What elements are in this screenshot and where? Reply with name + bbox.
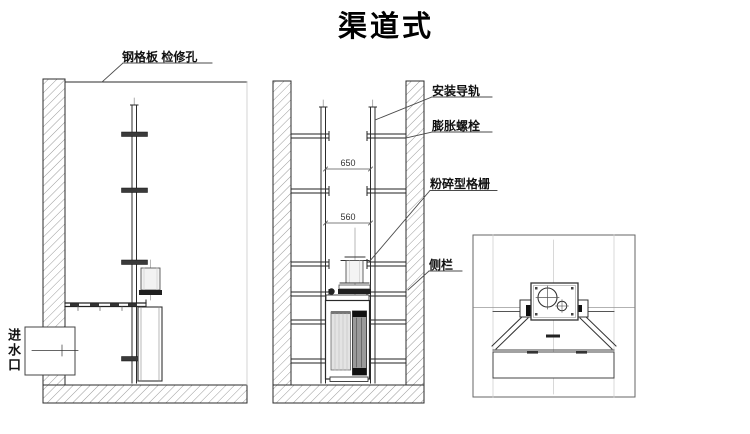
left-grinder-body: [137, 306, 163, 382]
grating-label-leader: [101, 62, 213, 83]
steel-grating-platform: [64, 299, 147, 311]
label-steel-grating-access: 钢格板 检修孔: [122, 50, 198, 64]
dimension-560: 560: [340, 212, 356, 222]
left-grinder-motor: [139, 259, 162, 301]
drawing-title: 渠道式: [337, 11, 434, 43]
dimension-lines: [322, 166, 374, 226]
grinder-screen-bar: [352, 310, 367, 376]
bracket-right-column: [366, 131, 407, 366]
label-expansion-bolt: 膨胀螺栓: [432, 119, 481, 133]
label-side-rail: 侧栏: [429, 258, 454, 272]
hoist-eye-bolt: [328, 288, 335, 295]
middle-section-view: [272, 80, 498, 404]
left-section-view: [24, 62, 248, 404]
label-inlet: 进水口: [6, 328, 21, 373]
gearbox-unit: [530, 282, 579, 321]
left-view-wall-hatch: [42, 78, 248, 404]
dimension-650: 650: [340, 158, 356, 168]
detail-view: [472, 234, 636, 398]
grinder-drum: [330, 311, 351, 371]
label-guide-rail: 安装导轨: [432, 84, 481, 98]
middle-grinder-unit: [324, 227, 371, 382]
left-guide-rail: [130, 97, 139, 384]
bracket-left-column: [290, 131, 330, 366]
weir-trough: [492, 334, 615, 379]
middle-view-walls: [272, 80, 425, 404]
label-grinder-screen: 粉碎型格栅: [430, 177, 491, 191]
callout-leaders: [368, 96, 498, 291]
inlet-opening: [24, 326, 79, 376]
left-rail-clamps: [121, 131, 148, 362]
diagonal-braces: [491, 314, 617, 350]
